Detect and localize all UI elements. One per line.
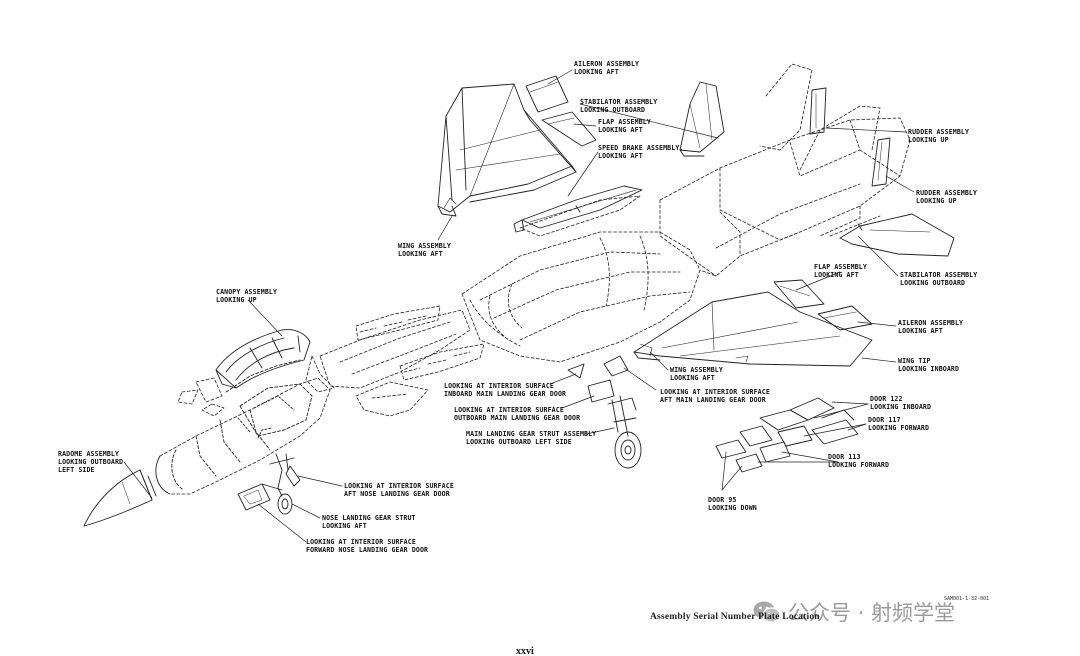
canopy bbox=[215, 329, 311, 389]
figure-caption: Assembly Serial Number Plate Location bbox=[650, 612, 820, 622]
access-doors bbox=[715, 397, 859, 473]
figure-code: SAM001-1-32-001 bbox=[944, 596, 990, 602]
flap-right bbox=[773, 279, 825, 309]
aileron-top bbox=[525, 75, 569, 113]
aileron-right bbox=[817, 305, 873, 331]
forward-fuselage bbox=[155, 359, 331, 495]
leader-lines bbox=[123, 69, 915, 543]
phantom-airframe bbox=[177, 63, 911, 417]
radome bbox=[83, 469, 157, 527]
page-number: xxvi bbox=[516, 646, 534, 656]
wechat-icon bbox=[753, 601, 781, 623]
main-landing-gear bbox=[567, 355, 642, 469]
flap-top bbox=[541, 111, 597, 147]
wing-bottom bbox=[633, 291, 873, 367]
stabilator-right bbox=[839, 213, 955, 257]
speed-brake bbox=[513, 185, 643, 233]
watermark: 公众号 · 射频学堂 bbox=[752, 596, 955, 628]
label-speed-brake-assembly: SPEED BRAKE ASSEMBLY,LOOKING AFT bbox=[598, 144, 684, 160]
nose-landing-gear bbox=[237, 453, 301, 515]
stabilator-top bbox=[679, 81, 725, 157]
wing-top bbox=[437, 83, 577, 217]
rudders bbox=[809, 87, 891, 187]
watermark-text: 公众号 · 射频学堂 bbox=[788, 601, 956, 625]
